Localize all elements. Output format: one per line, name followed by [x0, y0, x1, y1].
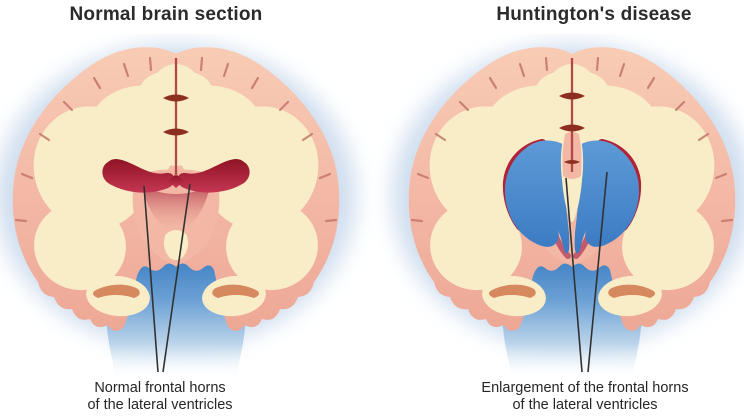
temporal-bands: [92, 284, 260, 298]
caption-line-2: of the lateral ventricles: [87, 397, 233, 413]
normal-brain-group: [0, 44, 356, 380]
huntingtons-brain-figure: [392, 44, 744, 380]
caption-line-1: Enlargement of the frontal horns: [481, 380, 689, 396]
panel-title-text: Normal brain section: [69, 4, 263, 25]
pointer-line-left: [143, 185, 159, 373]
pointer-line-right: [162, 183, 191, 373]
pointer-lines: [565, 171, 608, 373]
corpus-callosum-marks: [163, 94, 189, 136]
panel-title-normal: Normal brain section: [0, 4, 372, 26]
panel-title-huntingtons: Huntington's disease: [372, 4, 744, 26]
subventricular-red-shading: [142, 186, 210, 232]
normal-lateral-ventricles: [102, 159, 250, 193]
panel-normal-brain: Normal brain section: [0, 4, 372, 414]
panel-title-text: Huntington's disease: [496, 4, 692, 25]
normal-brain-figure: [0, 44, 356, 380]
corpus-callosum-marks: [559, 92, 585, 164]
huntingtons-brain-group: [392, 44, 744, 380]
temporal-bands: [488, 284, 656, 298]
panel-huntingtons: Huntington's disease: [372, 0, 744, 420]
caption-line-2: of the lateral ventricles: [512, 397, 658, 413]
enlarged-lateral-ventricles: [504, 140, 640, 254]
pointer-lines: [143, 183, 191, 373]
caption-line-1: Normal frontal horns: [94, 380, 226, 396]
pointer-line-right: [587, 171, 608, 373]
longitudinal-fissure: [559, 58, 585, 172]
caption-huntingtons: Enlargement of the frontal horns of the …: [372, 380, 744, 414]
pointer-line-left: [565, 177, 583, 373]
caption-normal: Normal frontal horns of the lateral vent…: [0, 380, 372, 414]
longitudinal-fissure: [163, 58, 189, 176]
